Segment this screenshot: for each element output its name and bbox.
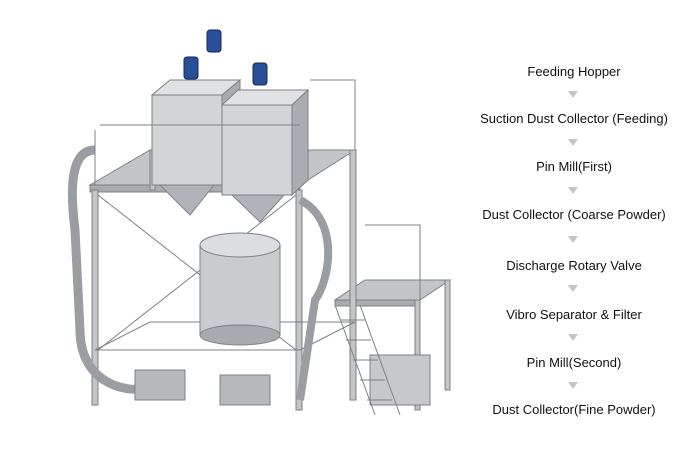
feeding-hopper-right (220, 88, 310, 223)
stairs (334, 304, 401, 416)
down-arrow-icon (568, 236, 578, 243)
flow-step: Vibro Separator & Filter (506, 307, 642, 322)
railings (94, 79, 421, 300)
motor-icon (183, 56, 199, 80)
pin-mill-plant-illustration (67, 29, 452, 416)
down-arrow-icon (568, 187, 578, 194)
motor-icon (206, 29, 222, 53)
down-arrow-icon (568, 382, 578, 389)
down-arrow-icon (568, 91, 578, 98)
lower-pin-mill (134, 354, 431, 406)
flow-step: Pin Mill(Second) (526, 355, 622, 370)
motor-icon (252, 62, 268, 86)
flow-step: Pin Mill(First) (536, 159, 612, 174)
duct-right (296, 196, 333, 401)
flow-step: Suction Dust Collector (Feeding) (480, 111, 668, 126)
flow-step: Feeding Hopper (527, 64, 621, 79)
flow-step: Dust Collector(Fine Powder) (492, 402, 656, 417)
down-arrow-icon (568, 334, 578, 341)
process-flow-list: Feeding Hopper Suction Dust Collector (F… (454, 0, 694, 450)
flow-step: Discharge Rotary Valve (506, 258, 642, 273)
pin-mill-vessel (199, 232, 281, 346)
flow-step: Dust Collector (Coarse Powder) (482, 207, 666, 222)
down-arrow-icon (568, 285, 578, 292)
down-arrow-icon (568, 139, 578, 146)
